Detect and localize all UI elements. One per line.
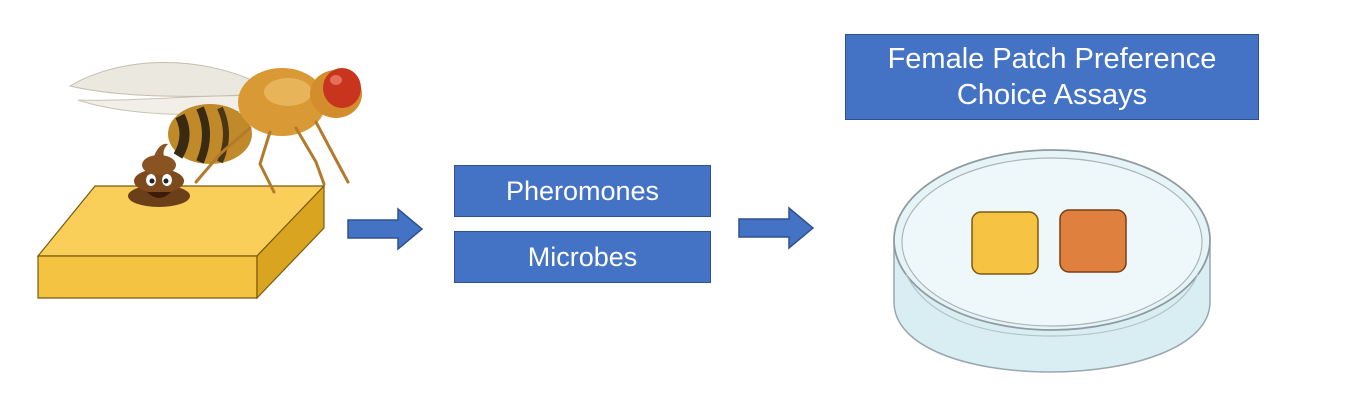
- food-block-side: [256, 184, 325, 300]
- poop-tip: [154, 143, 168, 156]
- assays-label-line1: Female Patch Preference: [887, 43, 1217, 75]
- fly-abdomen-stripe: [217, 106, 229, 164]
- assays-label-line2: Choice Assays: [956, 79, 1148, 111]
- petri-dish-illustration: [893, 149, 1211, 373]
- pheromones-label: Pheromones: [505, 175, 660, 206]
- microbes-box: Microbes: [454, 231, 711, 283]
- fly-wing-back: [68, 62, 261, 97]
- poop-pupil: [149, 178, 155, 184]
- fly-illustration: [68, 62, 362, 194]
- patch-orange: [1059, 209, 1127, 273]
- fly-abdomen-stripe: [196, 106, 210, 164]
- poop-layer: [134, 169, 184, 193]
- fly-thorax-shine: [264, 78, 312, 106]
- fly-legs: [194, 120, 350, 194]
- food-block-front: [37, 255, 258, 299]
- petri-dish-base: [905, 273, 1199, 337]
- patch-yellow: [971, 211, 1039, 275]
- petri-dish-inner-rim: [901, 157, 1203, 327]
- poop-pupil: [163, 178, 169, 184]
- poop-mouth: [147, 192, 171, 198]
- right-arrow-icon: [347, 207, 424, 251]
- fly-eye-shine: [330, 75, 342, 85]
- pheromones-box: Pheromones: [454, 165, 711, 217]
- assays-title-box: Female Patch Preference Choice Assays: [845, 34, 1259, 120]
- microbes-label: Microbes: [527, 241, 638, 272]
- food-block: [36, 184, 326, 300]
- fly-eye: [323, 68, 361, 108]
- fly-abdomen-stripe: [173, 113, 190, 159]
- right-arrow-icon: [738, 206, 815, 250]
- poop-emoji-icon: [128, 143, 190, 207]
- poop-layer: [142, 155, 176, 175]
